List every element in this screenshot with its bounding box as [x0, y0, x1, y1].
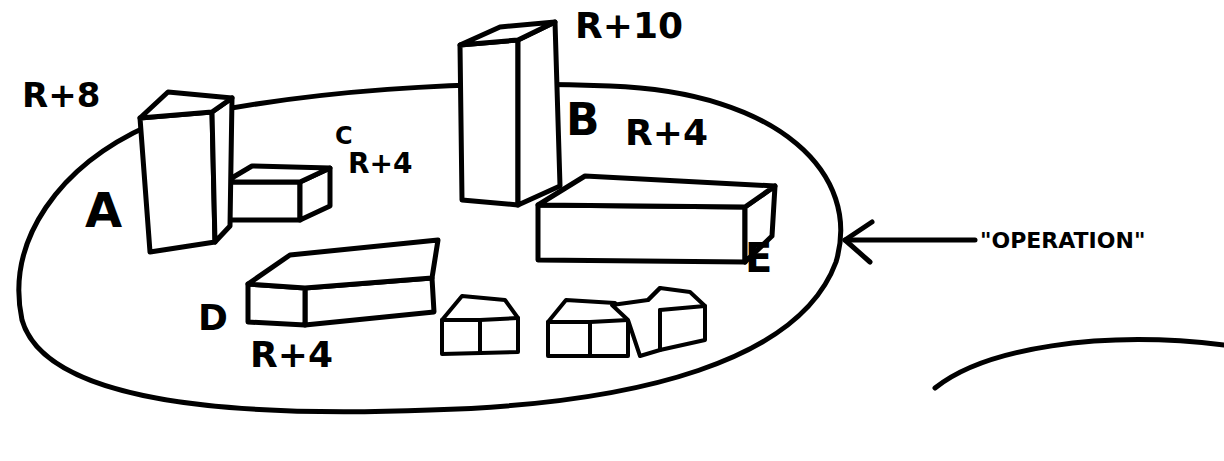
neighbour-outline [935, 340, 1224, 388]
building-letter: B [566, 98, 600, 142]
building-a [140, 92, 232, 252]
operation-outline [19, 84, 841, 412]
operation-label: "OPERATION" [980, 230, 1145, 252]
building-c [225, 166, 330, 220]
building-d [248, 240, 438, 325]
building-b [460, 22, 560, 205]
height-label: R+4 [250, 337, 333, 373]
height-label: R+8 [22, 78, 100, 112]
building-letter: A [85, 186, 122, 234]
building-letter: E [745, 238, 772, 278]
building-letter: D [198, 300, 228, 336]
houses [442, 288, 705, 356]
building-e [538, 176, 775, 262]
height-label: R+4 [625, 115, 708, 151]
height-label: R+4 [348, 150, 413, 178]
building-letter: C [335, 124, 353, 148]
pointer-arrow [845, 222, 975, 262]
height-label: R+10 [575, 8, 683, 44]
